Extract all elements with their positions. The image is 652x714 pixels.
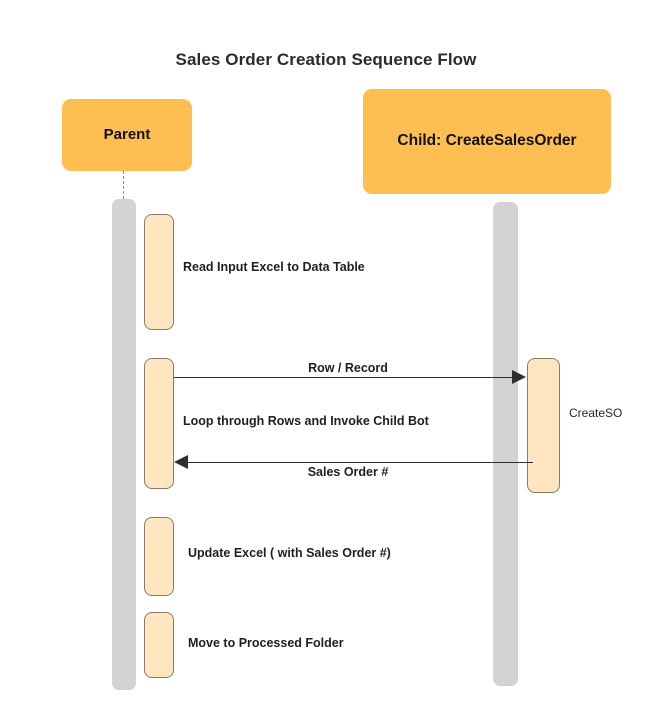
participant-label-parent: Parent bbox=[103, 126, 151, 143]
diagram-title: Sales Order Creation Sequence Flow bbox=[175, 50, 477, 69]
activation-read-input-excel[interactable] bbox=[144, 214, 174, 330]
activation-loop-rows[interactable] bbox=[144, 358, 174, 489]
lifeline-parent bbox=[112, 199, 136, 690]
arrow-head-left-icon bbox=[174, 455, 188, 469]
message-label-row-record: Row / Record bbox=[308, 361, 388, 375]
message-arrow-sales-order-number bbox=[184, 462, 533, 463]
participant-label-child: Child: CreateSalesOrder bbox=[397, 132, 577, 150]
step-label-read-input-excel: Read Input Excel to Data Table bbox=[183, 260, 365, 274]
step-label-move-folder: Move to Processed Folder bbox=[188, 636, 344, 650]
step-label-loop-rows: Loop through Rows and Invoke Child Bot bbox=[183, 414, 429, 428]
participant-box-child[interactable]: Child: CreateSalesOrder bbox=[363, 89, 611, 194]
message-label-sales-order-number: Sales Order # bbox=[307, 465, 389, 479]
lifeline-dash-parent bbox=[123, 171, 124, 199]
activation-update-excel[interactable] bbox=[144, 517, 174, 596]
step-label-update-excel: Update Excel ( with Sales Order #) bbox=[188, 546, 391, 560]
lifeline-child bbox=[493, 202, 518, 686]
activation-move-folder[interactable] bbox=[144, 612, 174, 678]
activation-createso[interactable] bbox=[527, 358, 560, 493]
message-arrow-row-record bbox=[174, 377, 519, 378]
participant-box-parent[interactable]: Parent bbox=[62, 99, 192, 171]
activation-label-createso: CreateSO bbox=[569, 406, 623, 420]
arrow-head-right-icon bbox=[512, 370, 526, 384]
